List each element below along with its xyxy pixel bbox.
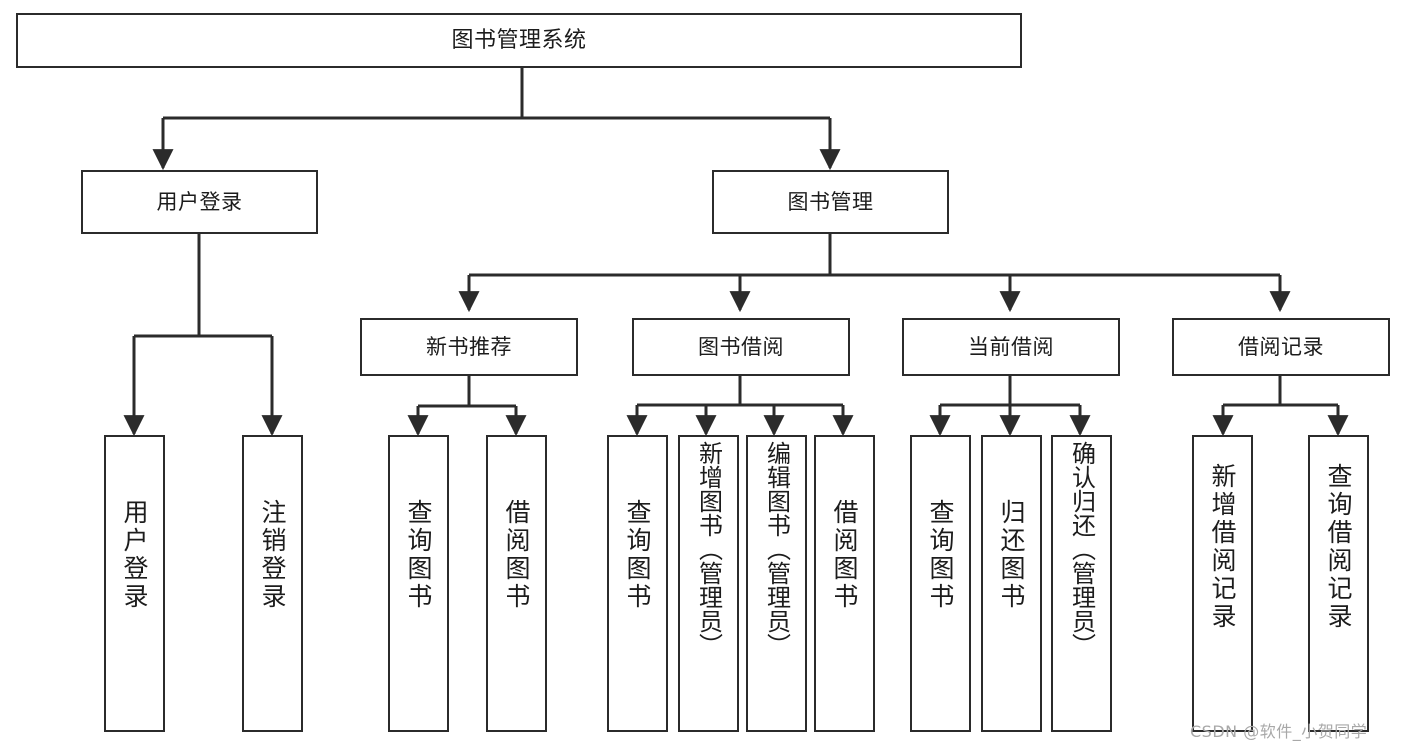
leaf-current-borrow-2-label: 归还图书: [997, 499, 1026, 611]
leaf-borrow-records-2[interactable]: 查询借阅记录: [1308, 435, 1369, 732]
node-current-borrow-label: 当前借阅: [968, 334, 1054, 359]
node-root[interactable]: 图书管理系统: [16, 13, 1022, 68]
leaf-new-book-2[interactable]: 借阅图书: [486, 435, 547, 732]
leaf-current-borrow-3-label: 确认归还（管理员）: [1067, 441, 1096, 657]
node-user-login[interactable]: 用户登录: [81, 170, 318, 234]
leaf-current-borrow-2[interactable]: 归还图书: [981, 435, 1042, 732]
watermark: CSDN @软件_小贺同学: [1190, 722, 1368, 741]
leaf-new-book-1-label: 查询图书: [404, 499, 433, 611]
leaf-user-login-1-label: 用户登录: [120, 499, 149, 611]
leaf-book-borrow-4-label: 借阅图书: [830, 499, 859, 611]
node-current-borrow[interactable]: 当前借阅: [902, 318, 1120, 376]
leaf-book-borrow-1-label: 查询图书: [623, 499, 652, 611]
leaf-user-login-1[interactable]: 用户登录: [104, 435, 165, 732]
leaf-book-borrow-1[interactable]: 查询图书: [607, 435, 668, 732]
node-book-manage[interactable]: 图书管理: [712, 170, 949, 234]
leaf-user-login-2-label: 注销登录: [258, 499, 287, 611]
node-root-label: 图书管理系统: [451, 27, 587, 53]
node-book-manage-label: 图书管理: [787, 189, 874, 214]
node-book-borrow[interactable]: 图书借阅: [632, 318, 850, 376]
leaf-new-book-2-label: 借阅图书: [502, 499, 531, 611]
leaf-user-login-2[interactable]: 注销登录: [242, 435, 303, 732]
node-new-book-recommend[interactable]: 新书推荐: [360, 318, 578, 376]
node-new-book-recommend-label: 新书推荐: [426, 334, 512, 359]
leaf-book-borrow-2-label: 新增图书（管理员）: [694, 441, 723, 657]
leaf-book-borrow-4[interactable]: 借阅图书: [814, 435, 875, 732]
node-borrow-records[interactable]: 借阅记录: [1172, 318, 1390, 376]
leaf-borrow-records-1-label: 新增借阅记录: [1208, 463, 1237, 631]
leaf-current-borrow-1-label: 查询图书: [926, 499, 955, 611]
leaf-book-borrow-3-label: 编辑图书（管理员）: [762, 441, 791, 657]
leaf-book-borrow-2[interactable]: 新增图书（管理员）: [678, 435, 739, 732]
leaf-current-borrow-1[interactable]: 查询图书: [910, 435, 971, 732]
node-book-borrow-label: 图书借阅: [698, 334, 784, 359]
node-borrow-records-label: 借阅记录: [1238, 334, 1324, 359]
node-user-login-label: 用户登录: [156, 189, 243, 214]
leaf-book-borrow-3[interactable]: 编辑图书（管理员）: [746, 435, 807, 732]
leaf-current-borrow-3[interactable]: 确认归还（管理员）: [1051, 435, 1112, 732]
leaf-borrow-records-2-label: 查询借阅记录: [1324, 463, 1353, 631]
leaf-new-book-1[interactable]: 查询图书: [388, 435, 449, 732]
leaf-borrow-records-1[interactable]: 新增借阅记录: [1192, 435, 1253, 732]
